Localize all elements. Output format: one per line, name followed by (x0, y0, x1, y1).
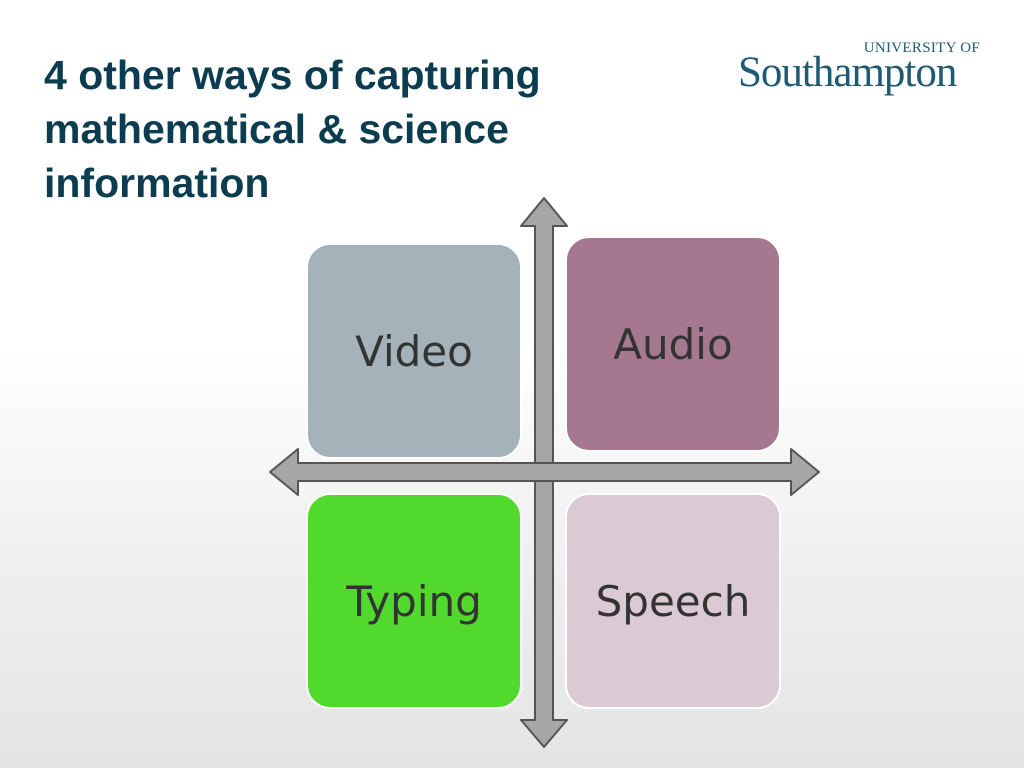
quadrant-audio-label: Audio (613, 319, 733, 369)
quadrant-speech-label: Speech (595, 576, 751, 626)
logo-southampton: Southampton (738, 49, 957, 96)
logo-university-of: UNIVERSITY OF (863, 40, 980, 56)
quadrant-audio: Audio (565, 236, 781, 452)
quadrant-video-label: Video (355, 326, 473, 376)
quadrant-video: Video (306, 243, 522, 459)
title-line-3: information (44, 160, 270, 206)
quadrant-typing: Typing (306, 493, 522, 709)
slide-title: 4 other ways of capturing mathematical &… (44, 48, 684, 210)
quadrant-typing-label: Typing (346, 576, 482, 626)
university-logo: UNIVERSITY OF Southampton (738, 38, 988, 102)
title-line-2: mathematical & science (44, 106, 509, 152)
quadrant-speech: Speech (565, 493, 781, 709)
axis-crossing (536, 464, 552, 480)
title-line-1: 4 other ways of capturing (44, 52, 541, 98)
